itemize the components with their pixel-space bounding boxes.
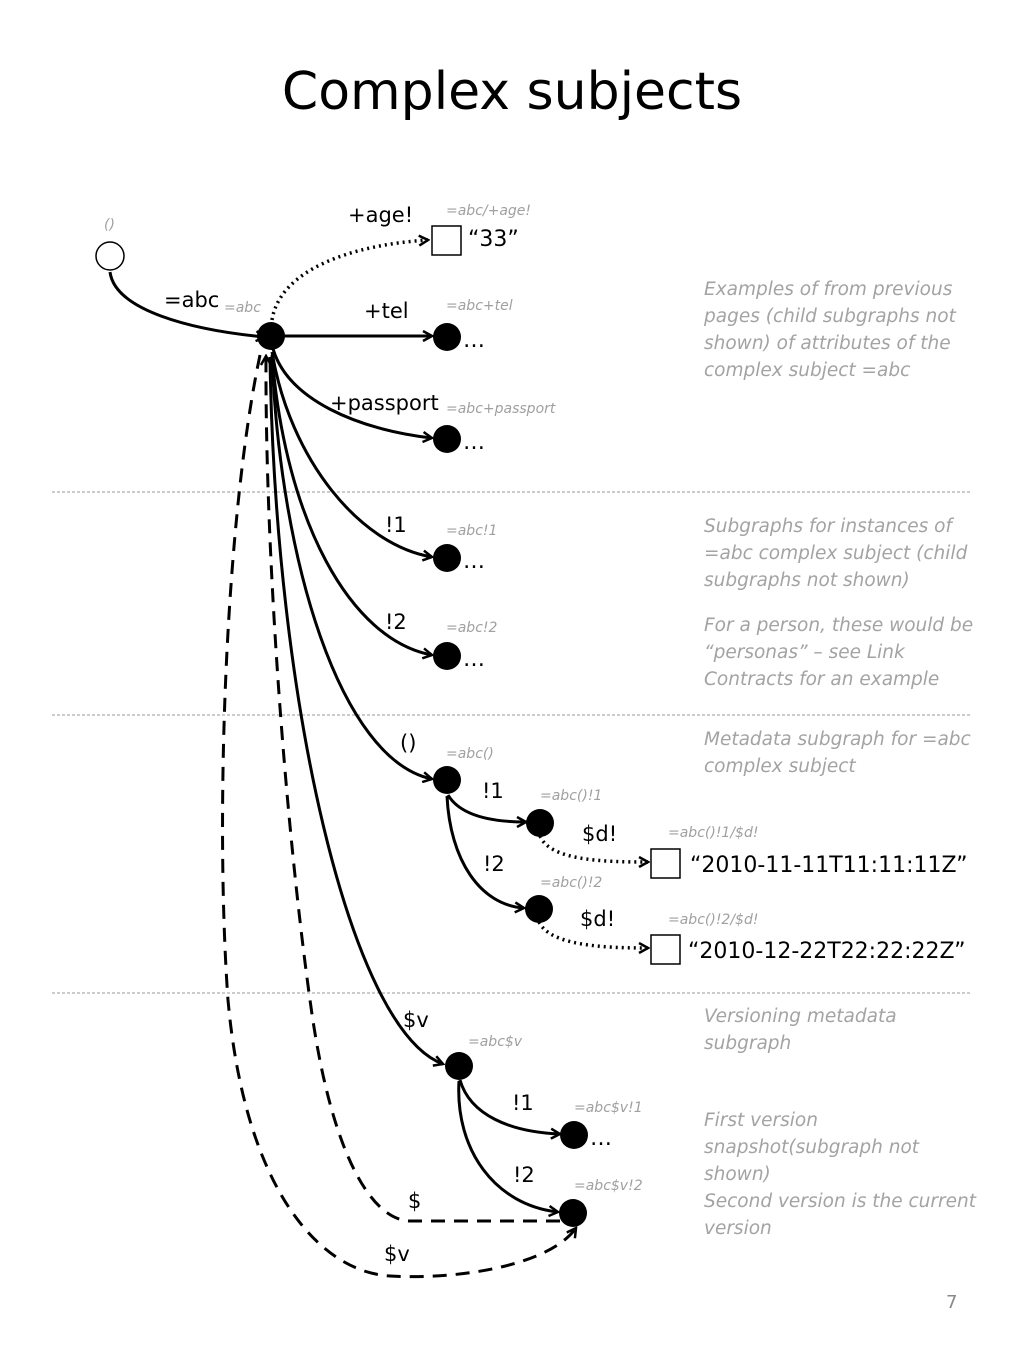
slide-title: Complex subjects <box>281 62 743 122</box>
edge-instance-2 <box>270 354 432 655</box>
edge-metadata-2 <box>445 795 524 908</box>
note-personas: For a person, these would be “personas” … <box>704 615 974 690</box>
edge-versioning <box>268 356 443 1064</box>
id-label-age: =abc/+age! <box>446 203 531 219</box>
value-d2: “2010-12-22T22:22:22Z” <box>688 939 966 964</box>
edge-label-version-2: !2 <box>513 1163 535 1187</box>
edge-label-abc: =abc <box>164 288 219 312</box>
note-metadata: Metadata subgraph for =abc complex subje… <box>704 729 971 777</box>
id-label-metadata-2: =abc()!2 <box>540 875 602 891</box>
edge-instance-1 <box>270 351 432 557</box>
edge-passport <box>270 344 432 438</box>
literal-node-d1 <box>650 848 681 879</box>
node-version-1 <box>560 1121 588 1149</box>
id-label-metadata-1: =abc()!1 <box>540 788 602 804</box>
edge-metadata-1 <box>446 794 526 822</box>
edge-age <box>270 240 428 321</box>
edge-dollar-current <box>266 356 560 1223</box>
node-instance-2 <box>433 642 461 670</box>
id-label-instance-2: =abc!2 <box>446 620 498 636</box>
node-passport <box>433 425 461 453</box>
note-second-version: Second version is the current version <box>704 1191 976 1239</box>
edge-label-tel: +tel <box>364 299 409 323</box>
literal-node-age <box>431 225 462 256</box>
id-label-passport: =abc+passport <box>446 401 556 417</box>
id-label-version-1: =abc$v!1 <box>574 1100 643 1116</box>
edge-label-instance-2: !2 <box>385 610 407 634</box>
edge-label-age: +age! <box>348 203 413 227</box>
id-label-d1: =abc()!1/$d! <box>668 825 758 841</box>
node-metadata <box>433 766 461 794</box>
node-version-2 <box>559 1199 587 1227</box>
edge-version-2 <box>457 1080 558 1212</box>
edge-version-1 <box>458 1079 560 1134</box>
literal-node-d2 <box>650 934 681 965</box>
edge-label-passport: +passport <box>330 391 439 415</box>
edge-label-versioning: $v <box>403 1008 429 1032</box>
ellipsis-instance-1: … <box>463 549 485 574</box>
root-node <box>95 241 125 271</box>
note-attributes: Examples of from previous pages (child s… <box>704 279 956 381</box>
edge-label-instance-1: !1 <box>385 513 407 537</box>
edge-label-dollar: $ <box>408 1189 421 1213</box>
note-versioning: Versioning metadata subgraph <box>704 1006 897 1054</box>
value-age: “33” <box>468 227 519 252</box>
node-versioning <box>445 1052 473 1080</box>
ellipsis-tel: … <box>463 328 485 353</box>
node-abc <box>257 322 285 350</box>
node-instance-1 <box>433 544 461 572</box>
edge-label-d2: $d! <box>580 907 615 931</box>
id-label-versioning: =abc$v <box>468 1034 523 1050</box>
ellipsis-instance-2: … <box>463 647 485 672</box>
edge-label-metadata-1: !1 <box>482 779 504 803</box>
ellipsis-version-1: … <box>590 1126 612 1151</box>
edge-label-metadata: () <box>400 731 416 755</box>
edge-label-metadata-2: !2 <box>483 852 505 876</box>
ellipsis-passport: … <box>463 430 485 455</box>
edge-label-version-1: !1 <box>512 1091 534 1115</box>
edge-dollar-v-current <box>221 354 576 1279</box>
edge-label-d1: $d! <box>582 822 617 846</box>
edge-metadata <box>270 355 432 779</box>
root-label: () <box>104 217 115 233</box>
page-number: 7 <box>946 1292 958 1313</box>
edge-abc <box>108 271 265 337</box>
id-label-instance-1: =abc!1 <box>446 523 497 539</box>
id-label-version-2: =abc$v!2 <box>574 1178 643 1194</box>
value-d1: “2010-11-11T11:11:11Z” <box>690 853 968 878</box>
id-label-d2: =abc()!2/$d! <box>668 912 758 928</box>
id-label-tel: =abc+tel <box>446 298 513 314</box>
note-instances: Subgraphs for instances of =abc complex … <box>704 516 968 591</box>
node-metadata-2 <box>525 895 553 923</box>
note-first-version: First version snapshot(subgraph not show… <box>704 1110 920 1185</box>
edge-label-dollar-v: $v <box>384 1242 410 1266</box>
id-label-metadata: =abc() <box>446 746 494 762</box>
node-metadata-1 <box>526 809 554 837</box>
node-tel <box>433 323 461 351</box>
id-label-abc: =abc <box>224 300 261 316</box>
